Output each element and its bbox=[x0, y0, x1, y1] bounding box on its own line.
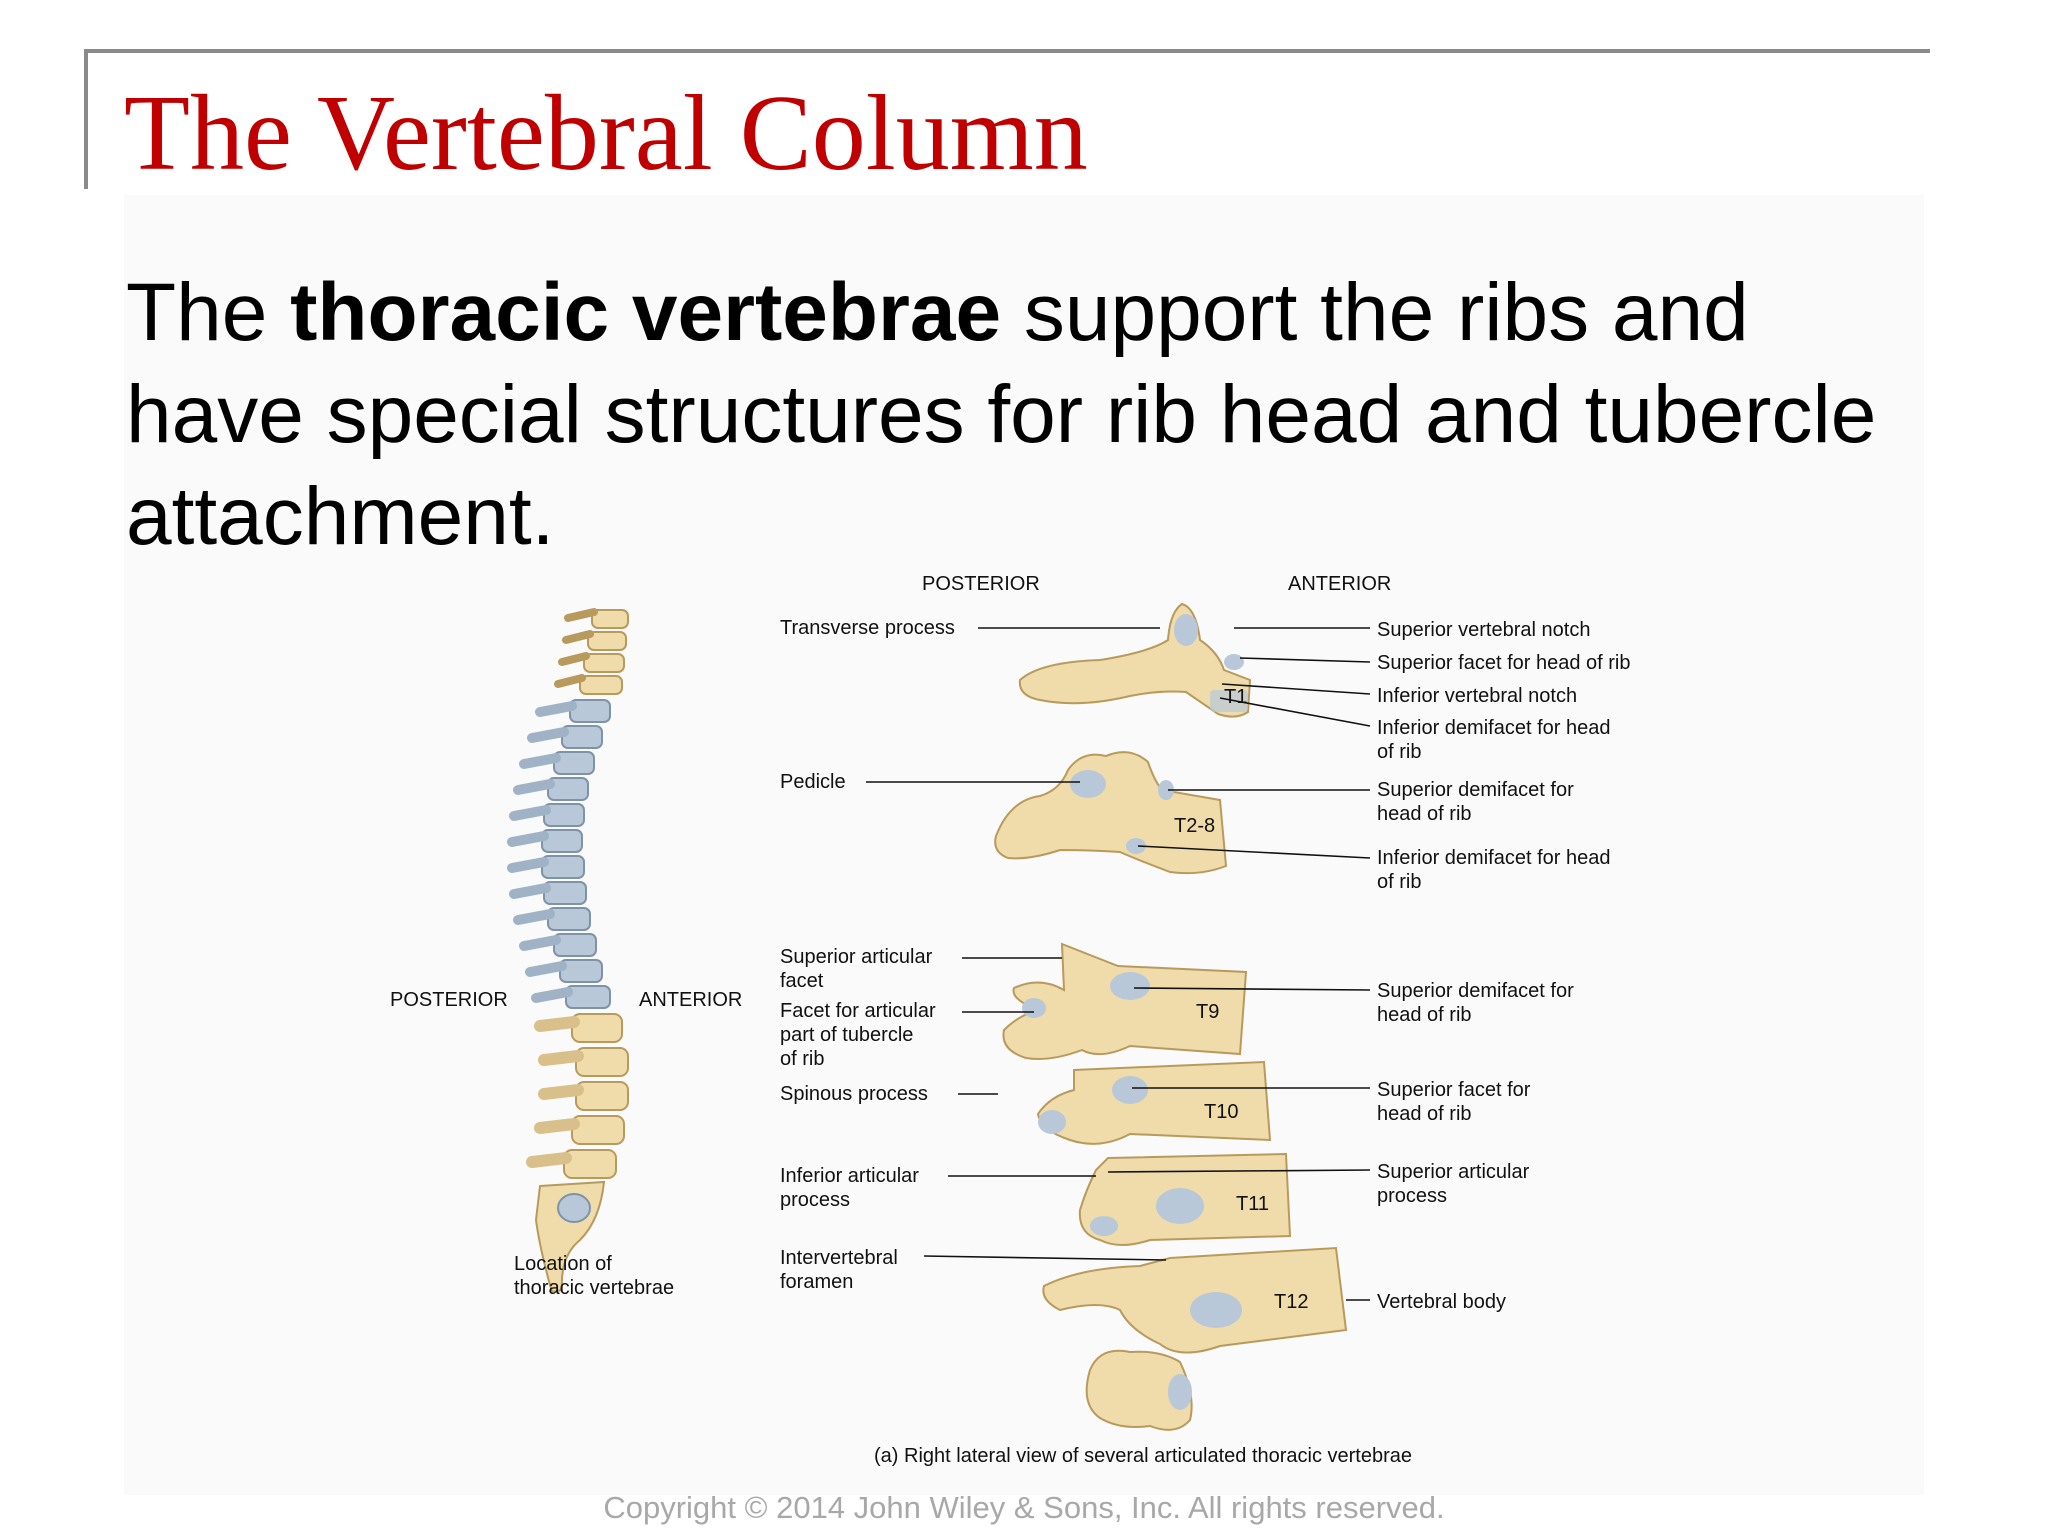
vertebrae-t9-t12-stack bbox=[1002, 942, 1348, 1431]
label-intervertebral-foramen-1: Intervertebral bbox=[780, 1247, 898, 1269]
vertebra-t1-illustration bbox=[1018, 602, 1252, 718]
label-spinous-process: Spinous process bbox=[780, 1083, 928, 1105]
label-superior-articular-facet-1: Superior articular bbox=[780, 946, 933, 968]
body-bold-term: thoracic vertebrae bbox=[290, 267, 1002, 358]
vertebra-label-t2-8: T2-8 bbox=[1174, 815, 1215, 837]
label-facet-tubercle-2: part of tubercle bbox=[780, 1024, 913, 1046]
label-vertebral-body: Vertebral body bbox=[1377, 1291, 1506, 1313]
label-superior-demifacet-t2-1: Superior demifacet for bbox=[1377, 779, 1574, 801]
label-transverse-process: Transverse process bbox=[780, 617, 955, 639]
label-inferior-articular-process-1: Inferior articular bbox=[780, 1165, 919, 1187]
label-superior-articular-facet-2: facet bbox=[780, 970, 824, 992]
vertebra-label-t9: T9 bbox=[1196, 1001, 1219, 1023]
thoracic-vertebrae-highlight bbox=[507, 699, 611, 1009]
body-post: support the ribs and have special struct… bbox=[126, 267, 1877, 562]
spine-posterior-label: POSTERIOR bbox=[390, 989, 508, 1011]
vertebra-label-t1: T1 bbox=[1224, 686, 1247, 708]
label-superior-articular-process-2: process bbox=[1377, 1185, 1447, 1207]
lumbar-vertebrae bbox=[526, 1013, 629, 1179]
figure-caption: (a) Right lateral view of several articu… bbox=[874, 1445, 1412, 1467]
title-frame-left bbox=[84, 49, 88, 189]
label-superior-facet-t10-1: Superior facet for bbox=[1377, 1079, 1531, 1101]
vertebra-label-t11: T11 bbox=[1236, 1193, 1269, 1215]
label-inferior-demifacet-t2-2: of rib bbox=[1377, 871, 1421, 893]
vertebra-label-t10: T10 bbox=[1204, 1101, 1238, 1123]
label-inferior-articular-process-2: process bbox=[780, 1189, 850, 1211]
vertebra-label-t12: T12 bbox=[1274, 1291, 1308, 1313]
label-facet-tubercle-1: Facet for articular bbox=[780, 1000, 936, 1022]
orientation-posterior: POSTERIOR bbox=[922, 573, 1040, 595]
slide-body: The thoracic vertebrae support the ribs … bbox=[126, 262, 1916, 568]
spine-caption-line-2: thoracic vertebrae bbox=[514, 1277, 674, 1299]
title-frame-top bbox=[84, 49, 1930, 53]
slide-title: The Vertebral Column bbox=[124, 74, 1088, 193]
label-superior-demifacet-t9-2: head of rib bbox=[1377, 1004, 1472, 1026]
label-inferior-demifacet-t2-1: Inferior demifacet for head bbox=[1377, 847, 1610, 869]
label-superior-articular-process-1: Superior articular bbox=[1377, 1161, 1530, 1183]
leader-lines bbox=[866, 627, 1371, 1301]
label-facet-tubercle-3: of rib bbox=[780, 1048, 824, 1070]
label-superior-demifacet-t2-2: head of rib bbox=[1377, 803, 1472, 825]
spine-anterior-label: ANTERIOR bbox=[639, 989, 742, 1011]
spine-caption-line-1: Location of bbox=[514, 1253, 612, 1275]
spine-column-illustration bbox=[507, 608, 629, 1294]
label-inferior-demifacet-t1-2: of rib bbox=[1377, 741, 1421, 763]
label-inferior-demifacet-t1-1: Inferior demifacet for head bbox=[1377, 717, 1610, 739]
cervical-vertebrae bbox=[554, 608, 629, 695]
body-pre: The bbox=[126, 267, 291, 358]
label-pedicle: Pedicle bbox=[780, 771, 846, 793]
label-superior-facet-head-rib-t1: Superior facet for head of rib bbox=[1377, 652, 1630, 674]
label-superior-vertebral-notch: Superior vertebral notch bbox=[1377, 619, 1590, 641]
orientation-anterior: ANTERIOR bbox=[1288, 573, 1391, 595]
vertebra-t2-8-illustration bbox=[994, 751, 1228, 875]
label-superior-facet-t10-2: head of rib bbox=[1377, 1103, 1472, 1125]
label-intervertebral-foramen-2: foramen bbox=[780, 1271, 853, 1293]
label-inferior-vertebral-notch: Inferior vertebral notch bbox=[1377, 685, 1577, 707]
label-superior-demifacet-t9-1: Superior demifacet for bbox=[1377, 980, 1574, 1002]
copyright-notice: Copyright © 2014 John Wiley & Sons, Inc.… bbox=[603, 1490, 1445, 1525]
